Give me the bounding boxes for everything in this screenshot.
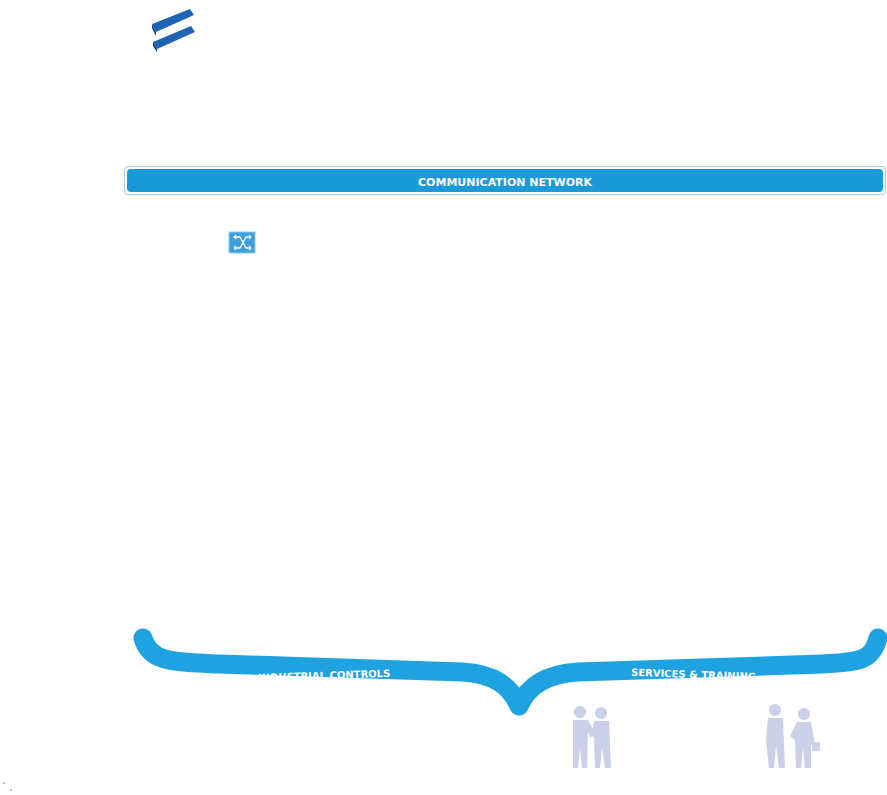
logo	[152, 9, 195, 52]
band-fill: COMMUNICATION NETWORK	[127, 169, 883, 192]
switch-icon	[229, 232, 255, 253]
network-band: COMMUNICATION NETWORK	[124, 166, 886, 195]
curly-brace	[143, 638, 878, 706]
corner-marks	[3, 782, 12, 791]
band-title: COMMUNICATION NETWORK	[418, 176, 592, 189]
people-silhouette	[573, 704, 820, 768]
